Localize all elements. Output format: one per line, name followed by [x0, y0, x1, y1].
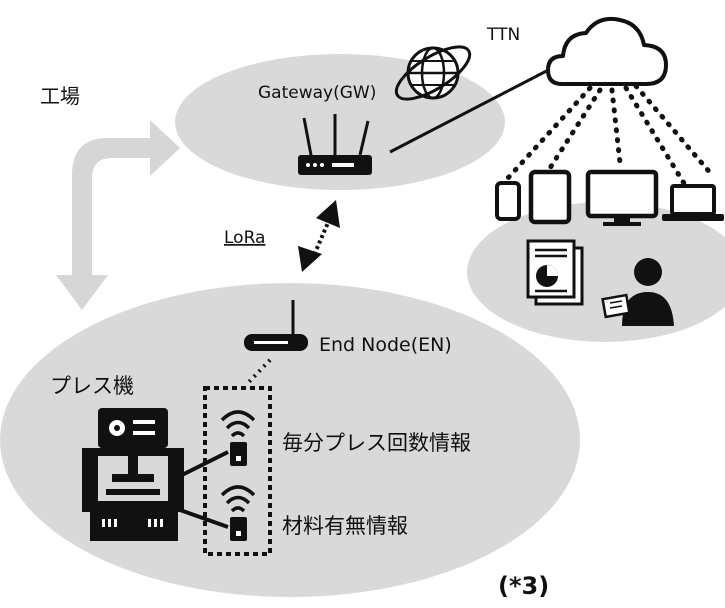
press-machine-icon — [82, 408, 184, 541]
monitor-icon — [585, 169, 659, 226]
cloud-icon — [546, 16, 668, 86]
wifi-sensor-icon — [220, 410, 256, 466]
sensor-connector — [179, 508, 229, 529]
factory-flow-arrow — [56, 120, 180, 310]
footnote-label: (*3) — [498, 572, 549, 600]
user-area — [467, 202, 725, 342]
end-node-icon — [244, 300, 308, 351]
ttn-label: TTN — [486, 25, 520, 45]
tablet-icon — [528, 169, 572, 225]
press-machine-label: プレス機 — [50, 374, 134, 398]
end-node-label: End Node(EN) — [319, 334, 452, 356]
wifi-sensor-icon — [220, 485, 256, 541]
router-icon — [298, 114, 372, 175]
cloud-device-links — [505, 83, 715, 188]
internet-link — [389, 62, 561, 154]
lora-label: LoRa — [224, 228, 265, 248]
gateway-label: Gateway(GW) — [258, 83, 376, 103]
press-count-info-label: 毎分プレス回数情報 — [282, 431, 471, 455]
sensor-connector — [179, 450, 229, 478]
end-node-sensor-link — [244, 358, 272, 387]
person-icon — [601, 258, 674, 326]
material-info-label: 材料有無情報 — [282, 514, 408, 538]
laptop-icon — [662, 184, 724, 221]
phone-icon — [495, 181, 521, 221]
factory-label: 工場 — [40, 84, 80, 108]
sensor-group-box — [203, 386, 272, 556]
lora-link-arrow — [298, 200, 340, 272]
report-icon — [526, 239, 584, 306]
globe-icon — [394, 45, 472, 101]
